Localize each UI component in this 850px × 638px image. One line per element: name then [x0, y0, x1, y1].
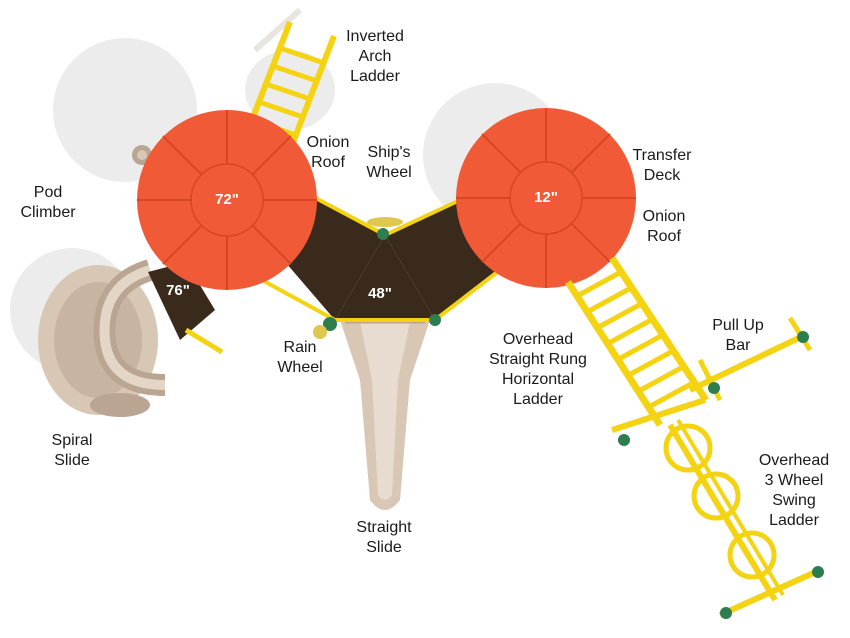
right-onion-roof: [456, 108, 636, 288]
rain-wheel: [313, 314, 441, 339]
spiral-slide: [38, 259, 166, 417]
label-straight-slide: Straight Slide: [356, 519, 412, 556]
left-onion-roof: [137, 110, 317, 290]
left-roof-height: 72": [215, 191, 239, 208]
spiral-deck-height: 76": [166, 282, 190, 299]
label-pod-climber: Pod Climber: [20, 184, 76, 221]
label-rain-wheel: Rain Wheel: [277, 339, 323, 376]
three-wheel-swing-ladder: [611, 397, 824, 619]
straight-slide: [340, 320, 430, 510]
center-deck-height: 48": [368, 285, 392, 302]
label-spiral-slide: Spiral Slide: [51, 432, 93, 469]
pull-up-bar: [688, 316, 813, 402]
label-ships-wheel: Ship's Wheel: [366, 144, 412, 181]
label-overhead-3-wheel: Overhead 3 Wheel Swing Ladder: [758, 452, 830, 529]
label-inverted-arch-ladder: Inverted Arch Ladder: [346, 28, 404, 85]
overhead-straight-rung-ladder: [565, 256, 709, 427]
label-pull-up-bar: Pull Up Bar: [712, 317, 764, 354]
label-transfer-deck: Transfer Deck: [632, 147, 692, 184]
ships-wheel: [367, 217, 403, 240]
spiral-deck: [148, 262, 215, 340]
label-onion-roof-left: Onion Roof: [306, 134, 350, 171]
label-overhead-straight-rung-ladder: Overhead Straight Rung Horizontal Ladder: [489, 331, 587, 408]
label-onion-roof-right: Onion Roof: [642, 208, 686, 245]
right-roof-height: 12": [534, 189, 558, 206]
spiral-handle: [184, 327, 224, 355]
